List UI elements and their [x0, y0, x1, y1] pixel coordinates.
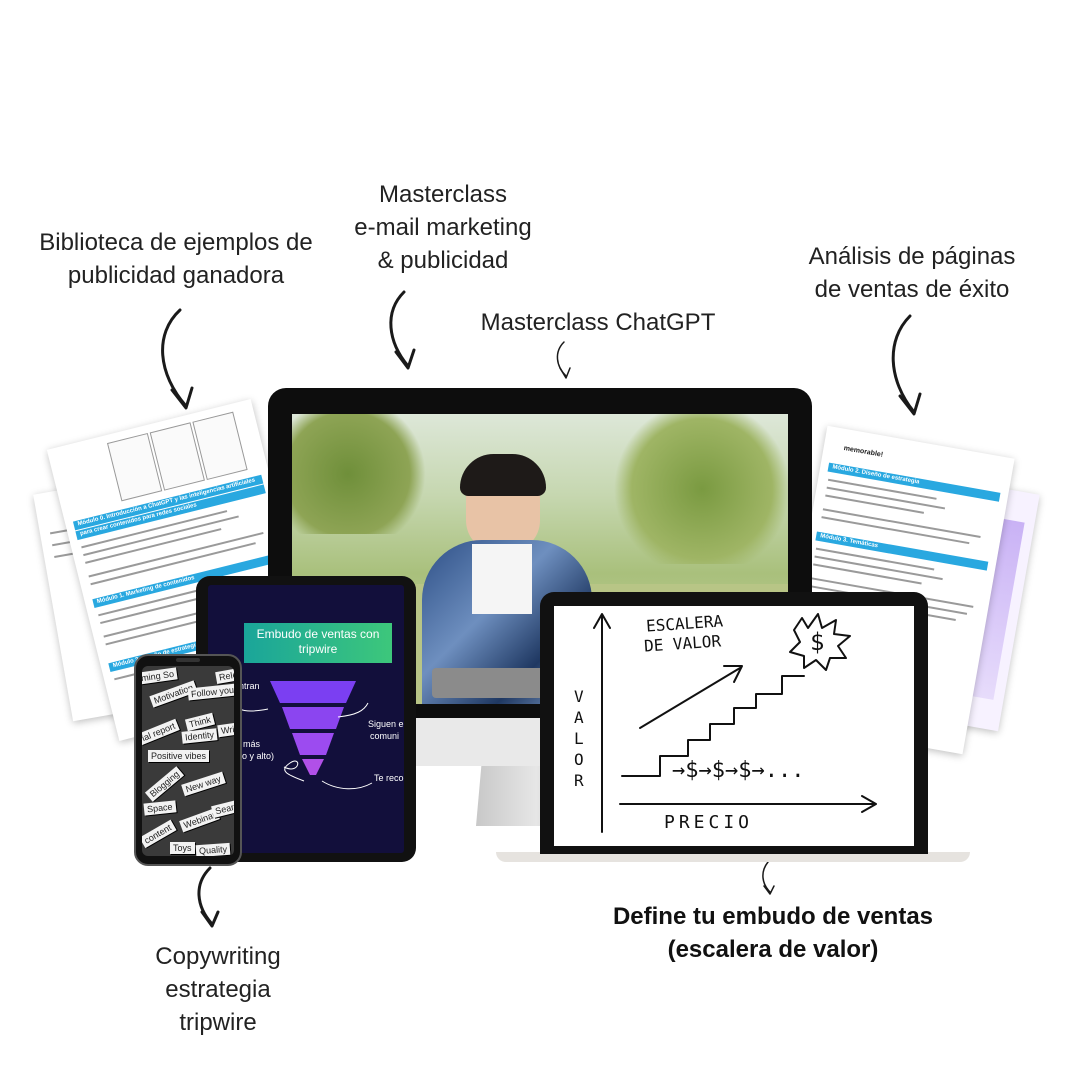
label-copy-line1: Copywriting: [155, 943, 281, 970]
funnel-connector: [283, 760, 305, 782]
escalera-drawing: [593, 613, 877, 833]
word-clipping: Search: [211, 798, 234, 818]
funnel-text: s más: [236, 739, 261, 749]
label-define-embudo: Define tu embudo de ventas (escalera de …: [590, 900, 956, 966]
label-copy-line2: estrategia: [165, 976, 271, 1003]
arrow-biblioteca-icon: [161, 308, 194, 410]
label-masterclass-email: Masterclass e-mail marketing & publicida…: [340, 178, 546, 277]
word-clipping: Wri: [217, 722, 234, 738]
doc-heading: memorable!: [843, 445, 884, 459]
phone: ming So Motivation Follow you Rele Think…: [134, 654, 242, 866]
y-axis: [593, 613, 611, 833]
funnel-text: edio y alto): [230, 751, 275, 761]
person-hair: [460, 454, 546, 496]
tree-foliage: [612, 414, 788, 564]
label-email-line2: e-mail marketing: [354, 214, 532, 241]
label-email-line1: Masterclass: [378, 181, 508, 208]
label-copywriting: Copywriting estrategia tripwire: [130, 940, 306, 1039]
whiteboard-x-label: PRECIO: [664, 812, 754, 833]
word-clipping: New way: [181, 771, 226, 797]
word-clipping: ial report: [142, 718, 180, 746]
doc-line: [822, 508, 981, 539]
label-define-line2: (escalera de valor): [667, 936, 879, 963]
word-clipping: Rele: [215, 667, 234, 685]
laptop-whiteboard-screen: ESCALERA DE VALOR VALOR PRECIO →$→$→$→..…: [554, 606, 914, 846]
funnel-level-1: [270, 681, 356, 703]
label-define-line1: Define tu embudo de ventas: [612, 903, 934, 930]
arrow-copywriting-icon: [197, 866, 220, 928]
label-masterclass-chatgpt: Masterclass ChatGPT: [480, 309, 716, 336]
word-clipping: Toys: [170, 842, 195, 854]
funnel-text: comuni: [370, 731, 400, 741]
funnel-level-3: [292, 733, 334, 755]
word-clipping: Identity: [181, 728, 218, 744]
x-axis: [619, 795, 877, 813]
word-clipping: Blogging: [144, 766, 185, 802]
label-biblioteca: Biblioteca de ejemplos de publicidad gan…: [20, 226, 332, 292]
whiteboard-top-dollar: $: [810, 628, 825, 656]
funnel-graphic: [229, 681, 373, 790]
arrow-email-icon: [389, 290, 416, 370]
label-analisis-line2: de ventas de éxito: [814, 276, 1010, 303]
label-biblioteca-line2: publicidad ganadora: [67, 262, 285, 289]
label-analisis-line1: Análisis de páginas: [808, 243, 1016, 270]
arrow-analisis-icon: [891, 314, 922, 416]
value-staircase: [621, 675, 805, 777]
phone-words-screen: ming So Motivation Follow you Rele Think…: [142, 666, 234, 856]
word-clipping: Positive vibes: [148, 750, 210, 762]
phone-speaker: [176, 658, 200, 662]
label-email-line3: & publicidad: [377, 247, 509, 274]
funnel-text: entran: [234, 681, 260, 691]
funnel-text: Te reco: [374, 773, 404, 783]
starburst-icon: [789, 613, 851, 671]
arrow-define-icon: [762, 861, 775, 895]
label-copy-line3: tripwire: [179, 1009, 257, 1036]
laptop-base: [496, 852, 970, 862]
funnel-level-2: [282, 707, 344, 729]
arrow-chatgpt-icon: [556, 341, 571, 379]
whiteboard-y-label: VALOR: [574, 687, 584, 790]
funnel-level-4: [302, 759, 324, 775]
word-clipping: ming So: [142, 667, 178, 685]
word-clipping: Quality: [195, 842, 231, 856]
label-biblioteca-line1: Biblioteca de ejemplos de: [39, 229, 313, 256]
label-analisis: Análisis de páginas de ventas de éxito: [792, 240, 1032, 306]
funnel-text: Siguen e: [368, 719, 404, 729]
funnel-title: Embudo de ventas con tripwire: [244, 623, 392, 663]
word-clipping: Space: [143, 800, 177, 816]
laptop: ESCALERA DE VALOR VALOR PRECIO →$→$→$→..…: [540, 592, 928, 854]
person-shirt: [472, 544, 532, 614]
growth-arrow: [639, 665, 743, 729]
funnel-connector: [321, 780, 373, 790]
whiteboard-dollar-chain: →$→$→$→...: [672, 758, 805, 783]
tree-foliage: [292, 414, 432, 534]
funnel-connector: [337, 702, 369, 718]
